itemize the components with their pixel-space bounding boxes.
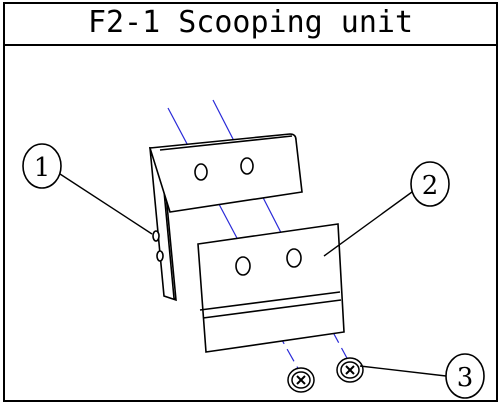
drawing-border — [3, 2, 498, 402]
screw-left — [287, 367, 315, 393]
callout-1-label: 1 — [34, 153, 51, 183]
callout-2: 2 — [323, 161, 450, 257]
angle-bracket-part-1 — [148, 133, 303, 302]
plate-hole-right — [240, 157, 254, 175]
screw-right — [336, 357, 364, 383]
callout-3: 3 — [359, 353, 485, 399]
drawing-title: F2-1 Scooping unit — [87, 5, 414, 40]
scoop-edge-line — [199, 291, 341, 311]
callout-3-label: 3 — [457, 363, 474, 393]
screws-part-3 — [287, 357, 364, 393]
flange-hole-upper — [152, 230, 160, 242]
callout-2-label: 2 — [422, 171, 439, 201]
bracket-plate — [148, 133, 303, 213]
title-block: F2-1 Scooping unit — [3, 2, 498, 46]
scoop-hole-right — [286, 248, 302, 268]
plate-hole-left — [194, 163, 208, 181]
callout-1: 1 — [22, 143, 153, 235]
scoop-plate-body — [197, 223, 345, 353]
flange-hole-lower — [156, 250, 164, 262]
scoop-hole-left — [235, 256, 251, 276]
scoop-plate-part-2 — [197, 223, 345, 353]
